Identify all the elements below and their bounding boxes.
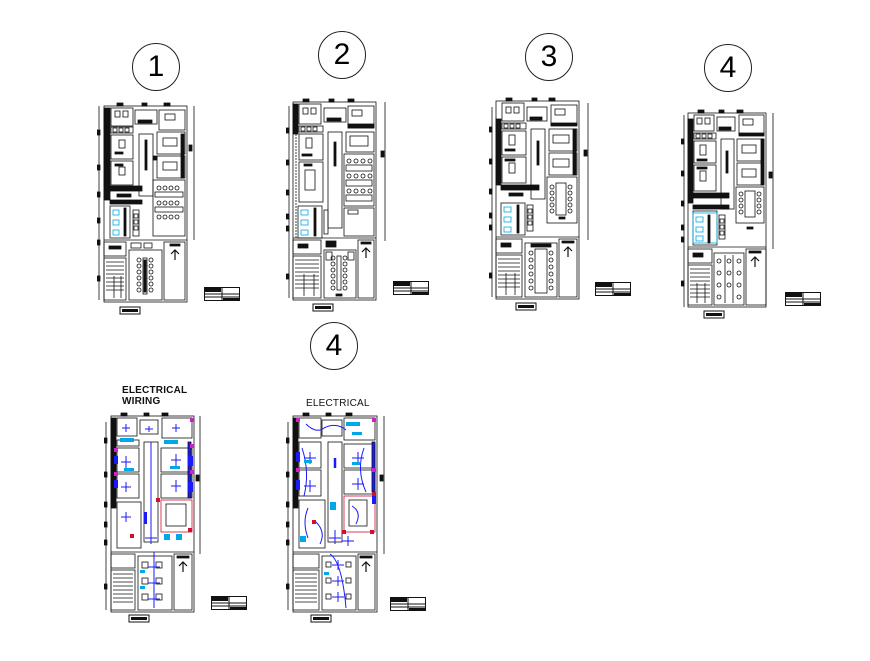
plan-number-badge-electrical: 4 <box>310 322 358 370</box>
title-block-3 <box>595 282 631 296</box>
floor-plan-electrical-wiring <box>104 412 204 624</box>
electrical-title: ELECTRICAL <box>306 398 370 409</box>
floor-plan-4 <box>681 109 776 319</box>
floor-plan-3-drawing <box>489 97 589 311</box>
electrical-drawing <box>286 412 385 623</box>
electrical-wiring-title-line1: ELECTRICAL <box>122 385 188 396</box>
floor-plan-2 <box>286 98 388 313</box>
floor-plan-2-drawing <box>286 98 386 312</box>
plan-number-badge-2: 2 <box>318 31 366 79</box>
floor-plan-1 <box>97 100 197 315</box>
electrical-wiring-drawing <box>104 412 201 623</box>
floor-plan-electrical <box>286 412 388 624</box>
title-block-5 <box>211 596 247 610</box>
title-block-1 <box>204 287 240 301</box>
title-block-5-drawing <box>211 596 247 610</box>
title-block-1-drawing <box>204 287 240 301</box>
title-block-2-drawing <box>393 281 429 295</box>
floor-plan-1-drawing <box>97 102 195 315</box>
floor-plan-4-drawing <box>681 109 774 319</box>
plan-number-badge-3: 3 <box>525 33 573 81</box>
plan-number-badge-1: 1 <box>132 43 180 91</box>
floor-plan-3 <box>489 97 591 312</box>
electrical-wiring-title: ELECTRICAL WIRING <box>122 385 187 407</box>
title-block-6-drawing <box>390 597 426 611</box>
title-block-3-drawing <box>595 282 631 296</box>
title-block-2 <box>393 281 429 295</box>
title-block-6 <box>390 597 426 611</box>
title-block-4-drawing <box>785 292 821 306</box>
electrical-wiring-title-line2: WIRING <box>122 396 161 407</box>
title-block-4 <box>785 292 821 306</box>
plan-number-badge-4: 4 <box>704 44 752 92</box>
